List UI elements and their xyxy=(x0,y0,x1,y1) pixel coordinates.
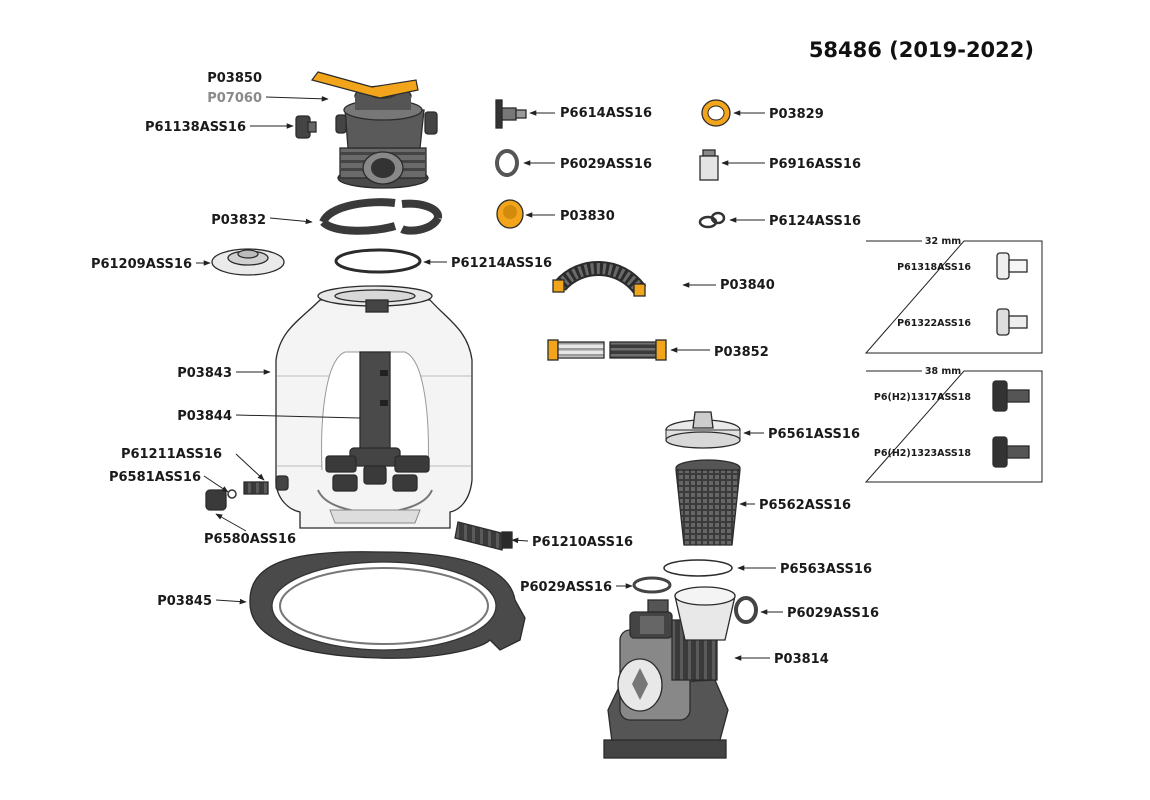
label-p03850: P03850 xyxy=(207,71,262,86)
adapter-38mm-icon-2 xyxy=(992,436,1030,468)
label-p61211: P61211ASS16 xyxy=(121,447,222,462)
label-p61210: P61210ASS16 xyxy=(532,535,633,550)
label-p6029b: P6029ASS16 xyxy=(520,580,612,595)
label-p6029a: P6029ASS16 xyxy=(560,157,652,172)
drain-assembly xyxy=(205,475,289,511)
pump-o-ring-right xyxy=(734,596,758,624)
label-p03843: P03843 xyxy=(177,366,232,381)
box-38mm-heading: 38 mm xyxy=(925,366,961,377)
label-p6916: P6916ASS16 xyxy=(769,157,861,172)
hose-nipple xyxy=(495,99,527,129)
cap-orange xyxy=(496,199,524,229)
part-labels: P03850 P07060 P61138ASS16 P03832 P61209A… xyxy=(91,71,879,667)
adapter-32mm-icon-2 xyxy=(996,308,1028,336)
diagram-title: 58486 (2019-2022) xyxy=(809,38,1034,62)
flexible-hose-bent xyxy=(552,261,647,297)
label-p61214: P61214ASS16 xyxy=(451,256,552,271)
flexible-hose-straight xyxy=(547,339,667,361)
valve-insert xyxy=(699,149,719,181)
tank-o-ring xyxy=(334,248,422,274)
label-p61209: P61209ASS16 xyxy=(91,257,192,272)
label-p6561: P6561ASS16 xyxy=(768,427,860,442)
adapter-box-38mm: 38 mm P6(H2)1317ASS18 P6(H2)1323ASS18 xyxy=(864,366,1043,483)
pump-motor xyxy=(603,586,736,759)
strainer-basket xyxy=(675,459,741,546)
label-p6580: P6580ASS16 xyxy=(204,532,296,547)
label-p03844: P03844 xyxy=(177,409,232,424)
standpipe xyxy=(359,299,391,453)
label-p07060: P07060 xyxy=(207,91,262,106)
label-p03830: P03830 xyxy=(560,209,615,224)
label-p03832: P03832 xyxy=(211,213,266,228)
lid-o-ring xyxy=(663,559,733,577)
label-p03845: P03845 xyxy=(157,594,212,609)
valve-handle xyxy=(310,71,419,99)
label-p6581: P6581ASS16 xyxy=(109,470,201,485)
label-p6563: P6563ASS16 xyxy=(780,562,872,577)
label-p6614: P6614ASS16 xyxy=(560,106,652,121)
label-p6562: P6562ASS16 xyxy=(759,498,851,513)
laterals xyxy=(325,447,430,492)
label-p03829: P03829 xyxy=(769,107,824,122)
label-p6124: P6124ASS16 xyxy=(769,214,861,229)
box-32mm-item1: P61318ASS16 xyxy=(897,262,971,273)
valve-clamp xyxy=(319,198,442,235)
box-32mm-item2: P61322ASS16 xyxy=(897,318,971,329)
label-p61138: P61138ASS16 xyxy=(145,120,246,135)
valve-cap xyxy=(295,115,317,139)
o-ring-small xyxy=(495,149,519,177)
label-p03814: P03814 xyxy=(774,652,829,667)
diffuser-plate xyxy=(211,248,285,276)
label-p03840: P03840 xyxy=(720,278,775,293)
tank-base xyxy=(249,551,526,659)
washer-set xyxy=(698,211,726,229)
label-p03852: P03852 xyxy=(714,345,769,360)
box-32mm-heading: 32 mm xyxy=(925,236,961,247)
box-38mm-item1: P6(H2)1317ASS18 xyxy=(874,392,971,403)
adapter-38mm-icon-1 xyxy=(992,380,1030,412)
leader-lines xyxy=(196,95,783,661)
nut-orange xyxy=(701,99,731,127)
strainer-lid xyxy=(665,411,741,449)
adapter-32mm-icon-1 xyxy=(996,252,1028,280)
label-p6029c: P6029ASS16 xyxy=(787,606,879,621)
hose-adapter xyxy=(454,521,513,551)
multiport-valve xyxy=(335,85,438,189)
box-38mm-item2: P6(H2)1323ASS18 xyxy=(874,448,971,459)
adapter-box-32mm: 32 mm P61318ASS16 P61322ASS16 xyxy=(864,236,1043,354)
pump-o-ring-left xyxy=(632,576,672,594)
